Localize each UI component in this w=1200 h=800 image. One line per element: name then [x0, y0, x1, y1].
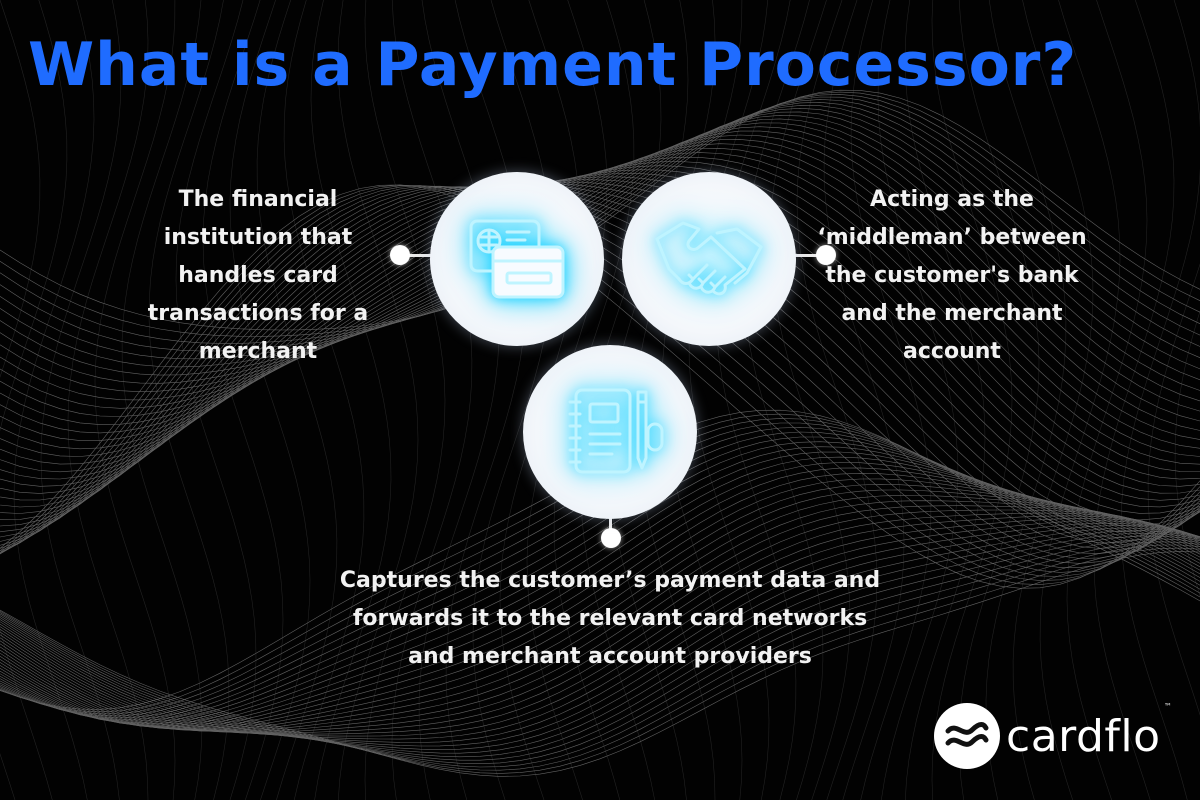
connector-dot-left [390, 245, 410, 265]
handshake-badge [622, 172, 796, 346]
caption-captures-payment-data: Captures the customer’s payment data and… [339, 568, 881, 669]
connector-line-left [408, 254, 442, 257]
handshake-icon [649, 199, 769, 319]
cardflo-wave-icon [934, 703, 1000, 769]
connector-dot-bottom [601, 528, 621, 548]
connector-line-right [795, 254, 825, 257]
cardflo-logo: cardflo [934, 703, 1161, 769]
connector-dot-right [816, 245, 836, 265]
connector-line-bottom [609, 510, 612, 536]
notebook-badge [523, 345, 697, 519]
caption-financial-institution: The financial institution that handles c… [147, 187, 369, 364]
credit-card-badge [430, 172, 604, 346]
brand-name: cardflo [1006, 710, 1161, 762]
credit-card-icon [457, 199, 577, 319]
page-title: What is a Payment Processor? [28, 30, 1078, 100]
notebook-pencil-icon [550, 372, 670, 492]
trademark-mark: ™ [1164, 702, 1172, 711]
caption-middleman: Acting as the ‘middleman’ between the cu… [817, 187, 1087, 364]
